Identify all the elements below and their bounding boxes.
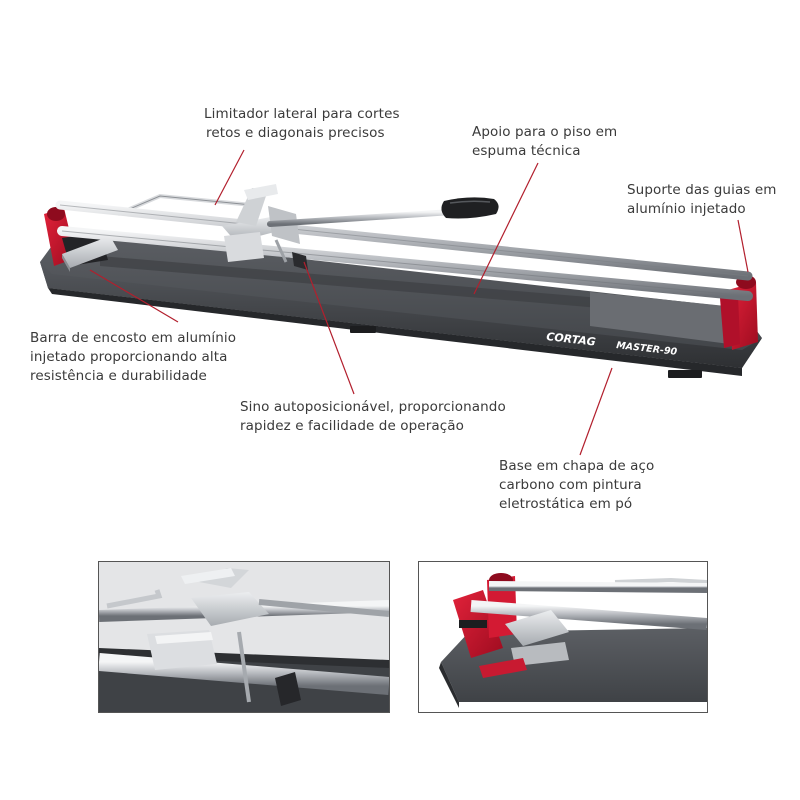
detail-carriage-illustration [99, 562, 389, 712]
guide-rails [55, 200, 753, 301]
callout-apoio-line-1: Apoio para o piso em [472, 124, 618, 140]
right-rail-support [720, 275, 758, 350]
detail-carriage-photo [98, 561, 390, 713]
steel-base [40, 232, 762, 378]
callout-barra: Barra de encosto em alumínio injetado pr… [30, 329, 236, 386]
callout-suporte-line-2: alumínio injetado [627, 201, 746, 217]
callout-barra-line-2: injetado proporcionando alta [30, 349, 228, 365]
callout-base-line-3: eletrostática em pó [499, 496, 633, 512]
callout-apoio: Apoio para o piso em espuma técnica [472, 123, 617, 161]
callout-suporte-line-1: Suporte das guias em [627, 182, 777, 198]
detail-support-photo [418, 561, 708, 713]
back-stop-bar [62, 236, 118, 272]
callout-limitador-line-1: Limitador lateral para cortes [204, 106, 400, 122]
callout-base-line-2: carbono com pintura [499, 477, 642, 493]
callout-apoio-line-2: espuma técnica [472, 143, 581, 159]
callout-base-line-1: Base em chapa de aço [499, 458, 655, 474]
callout-base: Base em chapa de aço carbono com pintura… [499, 457, 654, 514]
callout-barra-line-3: resistência e durabilidade [30, 368, 207, 384]
cutting-carriage [222, 184, 308, 270]
callout-sino-line-1: Sino autoposicionável, proporcionando [240, 399, 506, 415]
detail-support-illustration [419, 562, 707, 712]
lever-handle [267, 197, 499, 227]
callout-suporte: Suporte das guias em alumínio injetado [627, 181, 777, 219]
callout-limitador-line-2: retos e diagonais precisos [206, 125, 385, 141]
brand-name: CORTAG [546, 330, 597, 349]
callout-sino-line-2: rapidez e facilidade de operação [240, 418, 464, 434]
callout-limitador: Limitador lateral para cortes retos e di… [204, 105, 400, 143]
callout-leader-lines [89, 149, 749, 456]
callout-barra-line-1: Barra de encosto em alumínio [30, 330, 237, 346]
callout-sino: Sino autoposicionável, proporcionando ra… [240, 398, 506, 436]
